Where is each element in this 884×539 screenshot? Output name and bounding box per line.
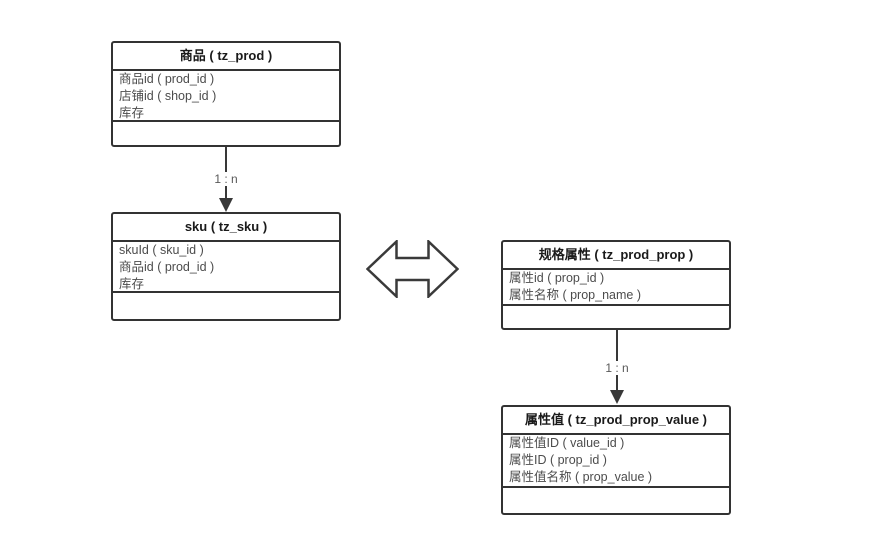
entity-table-sku: sku ( tz_sku ) skuId ( sku_id ) 商品id ( p… <box>111 212 341 321</box>
field-sku-stock: 库存 <box>119 277 145 291</box>
entity-title-sku: sku ( tz_sku ) <box>113 214 339 242</box>
field-sku-prod-id: 商品id ( prod_id ) <box>119 260 215 274</box>
entity-table-prod-prop: 规格属性 ( tz_prod_prop ) 属性id ( prop_id ) 属… <box>501 240 731 330</box>
entity-empty-section <box>503 488 729 513</box>
field-shop-id: 店铺id ( shop_id ) <box>119 89 217 103</box>
field-sku-id: skuId ( sku_id ) <box>119 243 204 257</box>
arrowhead-down-icon <box>610 390 624 404</box>
field-value-prop-id: 属性ID ( prop_id ) <box>509 453 607 467</box>
entity-title-prod: 商品 ( tz_prod ) <box>113 43 339 71</box>
entity-empty-section <box>113 293 339 319</box>
field-value-id: 属性值ID ( value_id ) <box>509 436 625 450</box>
entity-fields-prod: 商品id ( prod_id ) 店铺id ( shop_id ) 库存 <box>113 71 339 122</box>
field-prod-stock: 库存 <box>119 106 145 120</box>
relation-line-prop-value <box>616 330 618 390</box>
entity-title-prod-prop-value: 属性值 ( tz_prod_prop_value ) <box>503 407 729 435</box>
field-prop-id: 属性id ( prop_id ) <box>509 271 605 285</box>
entity-table-prod: 商品 ( tz_prod ) 商品id ( prod_id ) 店铺id ( s… <box>111 41 341 147</box>
cardinality-label-prod-sku: 1 : n <box>211 172 241 186</box>
field-prop-value-name: 属性值名称 ( prop_value ) <box>509 470 653 484</box>
entity-title-prod-prop: 规格属性 ( tz_prod_prop ) <box>503 242 729 270</box>
entity-fields-prod-prop: 属性id ( prop_id ) 属性名称 ( prop_name ) <box>503 270 729 306</box>
field-prod-id: 商品id ( prod_id ) <box>119 72 215 86</box>
entity-fields-prod-prop-value: 属性值ID ( value_id ) 属性ID ( prop_id ) 属性值名… <box>503 435 729 488</box>
entity-table-prod-prop-value: 属性值 ( tz_prod_prop_value ) 属性值ID ( value… <box>501 405 731 515</box>
arrowhead-down-icon <box>219 198 233 212</box>
entity-empty-section <box>113 122 339 145</box>
double-arrow-icon <box>366 240 459 298</box>
entity-empty-section <box>503 306 729 328</box>
cardinality-label-prop-value: 1 : n <box>602 361 632 375</box>
entity-fields-sku: skuId ( sku_id ) 商品id ( prod_id ) 库存 <box>113 242 339 293</box>
field-prop-name: 属性名称 ( prop_name ) <box>509 288 641 302</box>
